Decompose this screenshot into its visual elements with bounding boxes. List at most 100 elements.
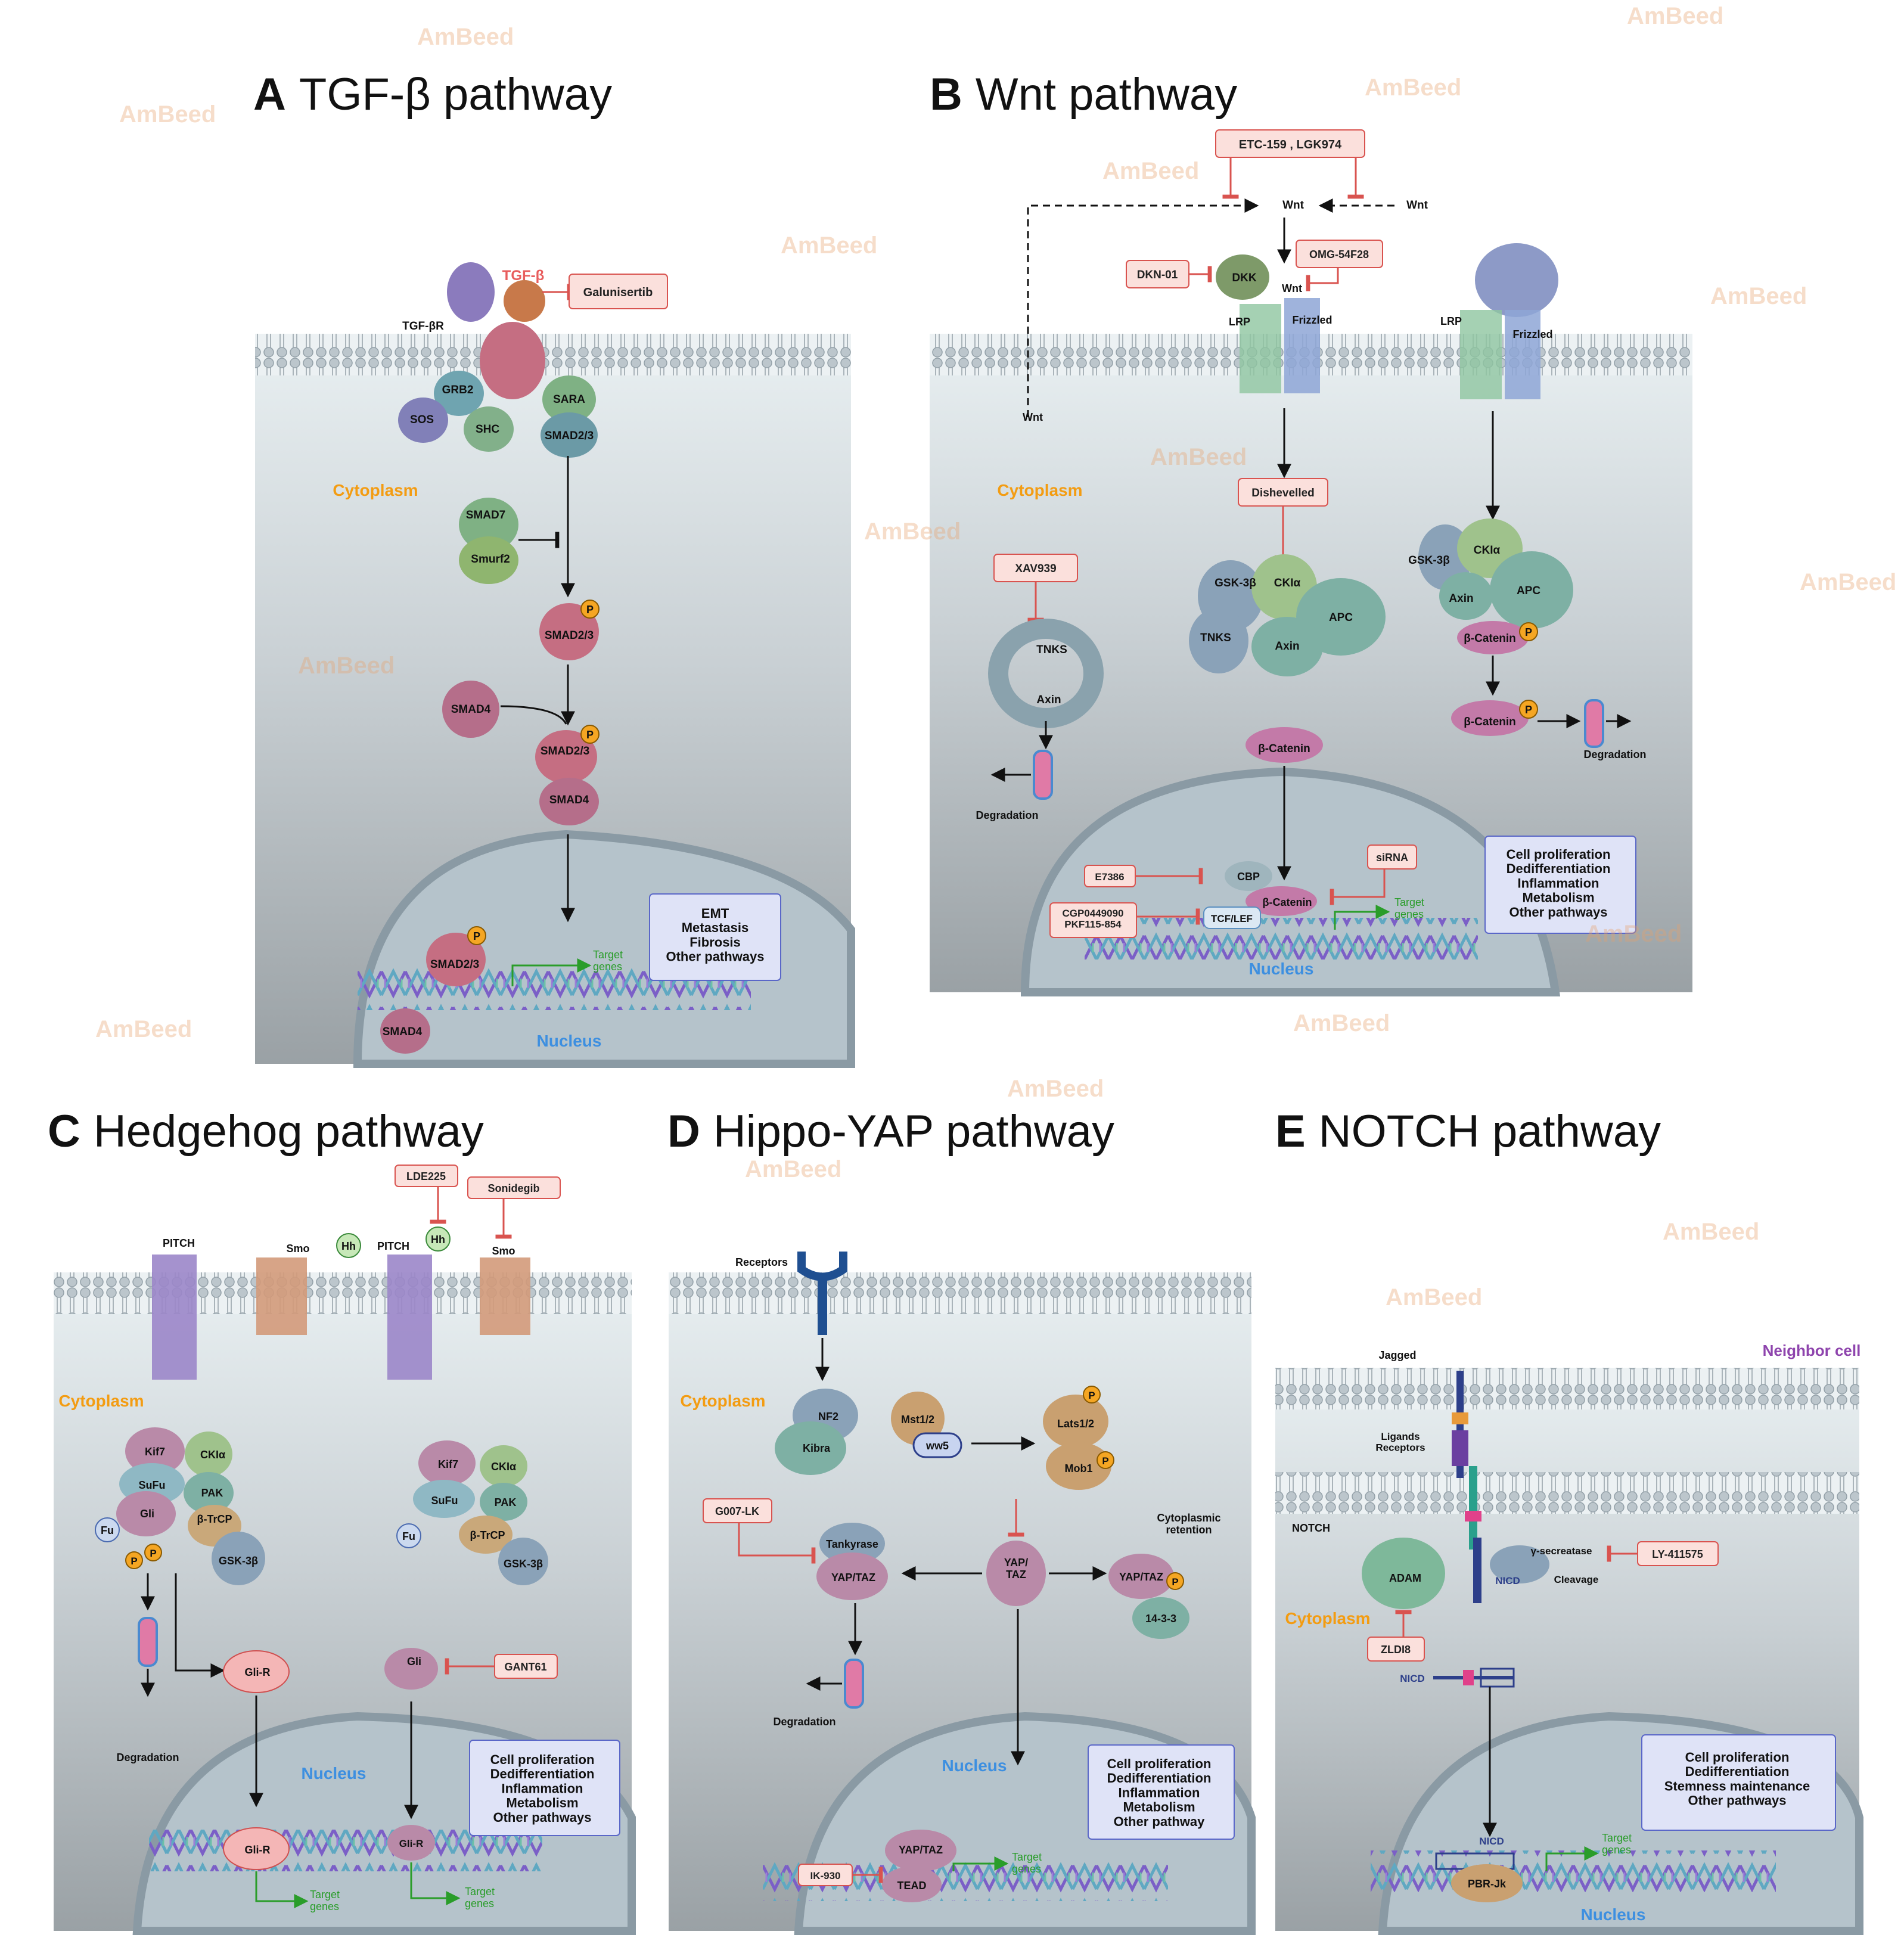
ly411575-label: LY-411575 [1652,1548,1703,1560]
phospho-icon [467,926,486,945]
phospho-icon [1519,622,1538,641]
glir-dna-blob [223,1827,290,1870]
omg-box [1296,240,1383,268]
ckia-label: CKIα [200,1449,225,1461]
watermark-text: AmBeed [417,24,514,50]
smad23-label: SMAD2/3 [545,430,594,442]
watermark-text: AmBeed [1585,921,1682,947]
apc-mid-label: APC [1329,611,1353,624]
ww5-pill [912,1432,962,1458]
ckia-2-blob [480,1445,527,1487]
glir-blob [223,1650,290,1693]
smo2-shape [480,1257,530,1335]
pbr-blob [1451,1864,1523,1902]
phospho-label: P [1525,704,1532,716]
lde225-box [395,1165,458,1187]
watermark-text: AmBeed [119,101,216,128]
nf2-label: NF2 [818,1411,838,1423]
btrcp-2-blob [459,1516,513,1554]
tgfbr-label: TGF-βR [402,320,444,333]
galunisertib-label: Galunisertib [583,286,653,299]
dashed-arrow-wnt [1027,198,1259,417]
panel-a: Galunisertib TGF-β TGF-βR GRB2 SOS SHC S… [255,262,855,1068]
pak-label: PAK [201,1487,223,1499]
arrow-target-c1 [255,1871,309,1908]
pbr-label: PBR-Jk [1468,1878,1507,1890]
arrow-smad4-join [500,705,567,725]
panel-c-membrane [54,1272,632,1314]
kif7-2-blob [418,1440,476,1486]
proteasome-d-icon [844,1659,864,1709]
sara-blob [542,375,596,423]
sufu-2-blob [413,1480,475,1518]
nucleus-label-c: Nucleus [302,1764,366,1783]
receptor-icon [797,1252,847,1281]
sufu-label: SuFu [139,1479,166,1491]
cytoplasm-label-b: Cytoplasm [997,481,1082,499]
bcat-right2-blob [1451,700,1529,736]
smad23p-label: SMAD2/3 [545,629,594,642]
inhibit-omg [1306,268,1339,291]
tead-label: TEAD [897,1880,927,1892]
sos-label: SOS [410,414,434,426]
outcomes-b-box [1484,836,1636,934]
arrow-target-e [1545,1846,1599,1871]
watermark-text: AmBeed [745,1156,841,1182]
pitch2-shape [387,1255,432,1380]
phospho-label: P [131,1555,137,1567]
tcf-box [1203,906,1261,929]
notch-label: NOTCH [1292,1522,1330,1534]
proteasome-c-icon [138,1617,158,1667]
tankyrase-blob [819,1523,885,1564]
proteasome-left-icon [1033,750,1053,800]
bcat-nuc-blob [1245,886,1317,916]
gsk-blob [212,1532,265,1585]
panel-c-dna [149,1830,542,1871]
frizzled-right-shape [1505,310,1540,399]
mob-blob [1046,1442,1111,1490]
kif7-2-label: Kif7 [438,1458,458,1470]
pitch2-label: PITCH [377,1240,409,1252]
bcat-right-blob [1457,621,1529,654]
phospho-icon [1519,700,1538,719]
gsk-mid-label: GSK-3β [1215,577,1256,589]
complex-smad23-label: SMAD2/3 [541,745,589,757]
hh2-label: Hh [431,1234,445,1246]
gant61-label: GANT61 [504,1661,546,1673]
smurf2-blob [459,536,518,584]
kibra-label: Kibra [803,1442,831,1454]
watermark-text: AmBeed [864,518,961,545]
arrow-target-b [1334,905,1390,930]
phospho-label: P [586,604,594,616]
gsecretase-label: γ-secreatase [1530,1545,1592,1557]
omg-label: OMG-54F28 [1309,249,1369,260]
galunisertib-box [569,274,668,309]
outcomes-c-box [469,1740,620,1836]
etc159-box [1215,129,1365,158]
proteasome-right-icon [1584,699,1604,748]
dkk-label: DKK [1232,272,1256,284]
outcomes-e-box [1641,1734,1836,1831]
btrcp-2-label: β-TrCP [470,1529,505,1541]
notch-stem [1469,1466,1477,1550]
wnt-right-label: Wnt [1406,199,1428,212]
phospho-icon [144,1544,162,1561]
g007-box [703,1498,772,1523]
bcat-nuc-label: β-Catenin [1263,896,1312,908]
tnks-mid-blob [1189,608,1248,673]
p1433-blob [1132,1597,1189,1639]
ik930-label: IK-930 [810,1870,840,1881]
smad4-label: SMAD4 [451,703,491,716]
yaptaz-left-blob [816,1552,888,1600]
adam-blob [1362,1538,1445,1609]
complex-smad23-blob [535,730,597,784]
